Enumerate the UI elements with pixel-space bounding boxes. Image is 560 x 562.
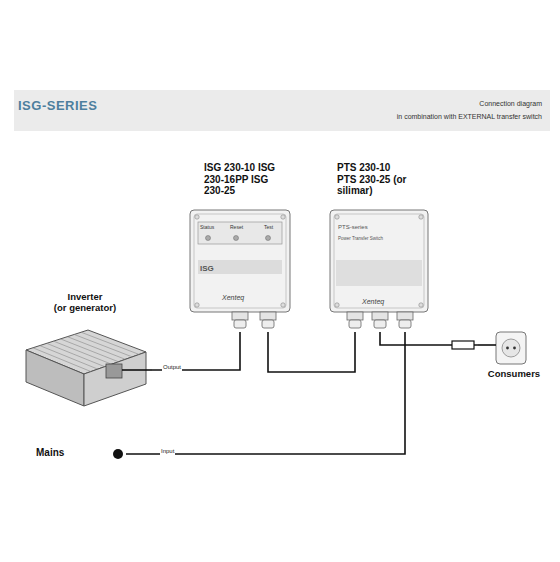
header-note: in combination with EXTERNAL transfer sw… bbox=[397, 113, 542, 121]
node-art bbox=[186, 162, 294, 332]
node-heading: Consumers bbox=[478, 369, 550, 380]
cable-gland bbox=[397, 312, 413, 320]
cooling-fin bbox=[74, 334, 132, 356]
cable-gland bbox=[232, 312, 248, 320]
socket-plate bbox=[496, 332, 526, 364]
fuse-symbol bbox=[452, 341, 474, 349]
isg-device: ISG 230-10 ISG 230-16PP ISG 230-25Status… bbox=[186, 162, 294, 332]
housing bbox=[190, 210, 290, 312]
housing-lid bbox=[334, 214, 424, 308]
inverter-illustration: Inverter (or generator) bbox=[18, 292, 152, 416]
socket-face bbox=[502, 339, 520, 357]
cable-gland bbox=[372, 312, 388, 320]
indicator bbox=[266, 236, 271, 241]
cable-gland bbox=[260, 312, 276, 320]
device-logo: ISG bbox=[200, 264, 214, 273]
housing-lid bbox=[194, 214, 286, 308]
wire-label: Input bbox=[160, 448, 175, 455]
cable-gland bbox=[234, 320, 246, 328]
indicator bbox=[234, 236, 239, 241]
panel-label: Reset bbox=[230, 225, 243, 231]
panel-label: Test bbox=[264, 225, 273, 231]
consumer-socket: Consumers bbox=[478, 328, 550, 386]
header-note: Connection diagram bbox=[479, 100, 542, 108]
node-heading: Inverter (or generator) bbox=[18, 292, 152, 314]
mains-terminal: Mains bbox=[36, 444, 126, 464]
cooling-fin bbox=[40, 346, 98, 370]
cooling-fin bbox=[60, 339, 118, 362]
device-series: PTS-series bbox=[338, 224, 368, 231]
header-band bbox=[14, 90, 550, 131]
control-panel bbox=[198, 222, 282, 244]
cooling-fin bbox=[47, 343, 105, 366]
wire bbox=[152, 332, 240, 370]
cable-gland bbox=[262, 320, 274, 328]
wire bbox=[268, 332, 355, 372]
device-description: Power Transfer Switch bbox=[338, 236, 383, 241]
label-stripe bbox=[198, 260, 282, 274]
node-heading: PTS 230-10 PTS 230-25 (or silimar) bbox=[337, 162, 407, 197]
screw bbox=[195, 303, 199, 307]
brand-logo: Xenteq bbox=[362, 298, 384, 306]
cooling-fin bbox=[81, 332, 139, 354]
cooling-fin bbox=[33, 348, 91, 372]
series-title: ISG-SERIES bbox=[18, 99, 97, 114]
cooling-fin bbox=[54, 341, 112, 364]
wire-label: Output bbox=[162, 364, 182, 371]
screw bbox=[419, 215, 423, 219]
terminal-dot bbox=[113, 449, 123, 459]
cable-gland bbox=[374, 320, 386, 328]
cable-gland bbox=[349, 320, 361, 328]
screw bbox=[419, 303, 423, 307]
brand-logo: Xenteq bbox=[222, 294, 244, 302]
panel-label: Status bbox=[200, 225, 214, 231]
terminal-label: Mains bbox=[36, 447, 64, 459]
cable-gland bbox=[347, 312, 363, 320]
socket-lead bbox=[478, 344, 496, 346]
output-cable bbox=[122, 369, 152, 371]
screw bbox=[335, 215, 339, 219]
socket-pin bbox=[506, 347, 509, 350]
screw bbox=[281, 215, 285, 219]
inverter-front bbox=[26, 350, 84, 406]
pts-device: PTS 230-10 PTS 230-25 (or silimar) PTS-se… bbox=[326, 162, 430, 332]
cooling-fin bbox=[67, 337, 125, 360]
screw bbox=[281, 303, 285, 307]
node-heading: ISG 230-10 ISG 230-16PP ISG 230-25 bbox=[204, 162, 280, 197]
indicator bbox=[206, 236, 211, 241]
housing bbox=[330, 210, 428, 312]
screw bbox=[335, 303, 339, 307]
label-stripe bbox=[336, 260, 422, 286]
cable-gland bbox=[399, 320, 411, 328]
screw bbox=[195, 215, 199, 219]
output-socket bbox=[106, 364, 122, 378]
socket-pin bbox=[513, 347, 516, 350]
wire bbox=[126, 332, 405, 454]
